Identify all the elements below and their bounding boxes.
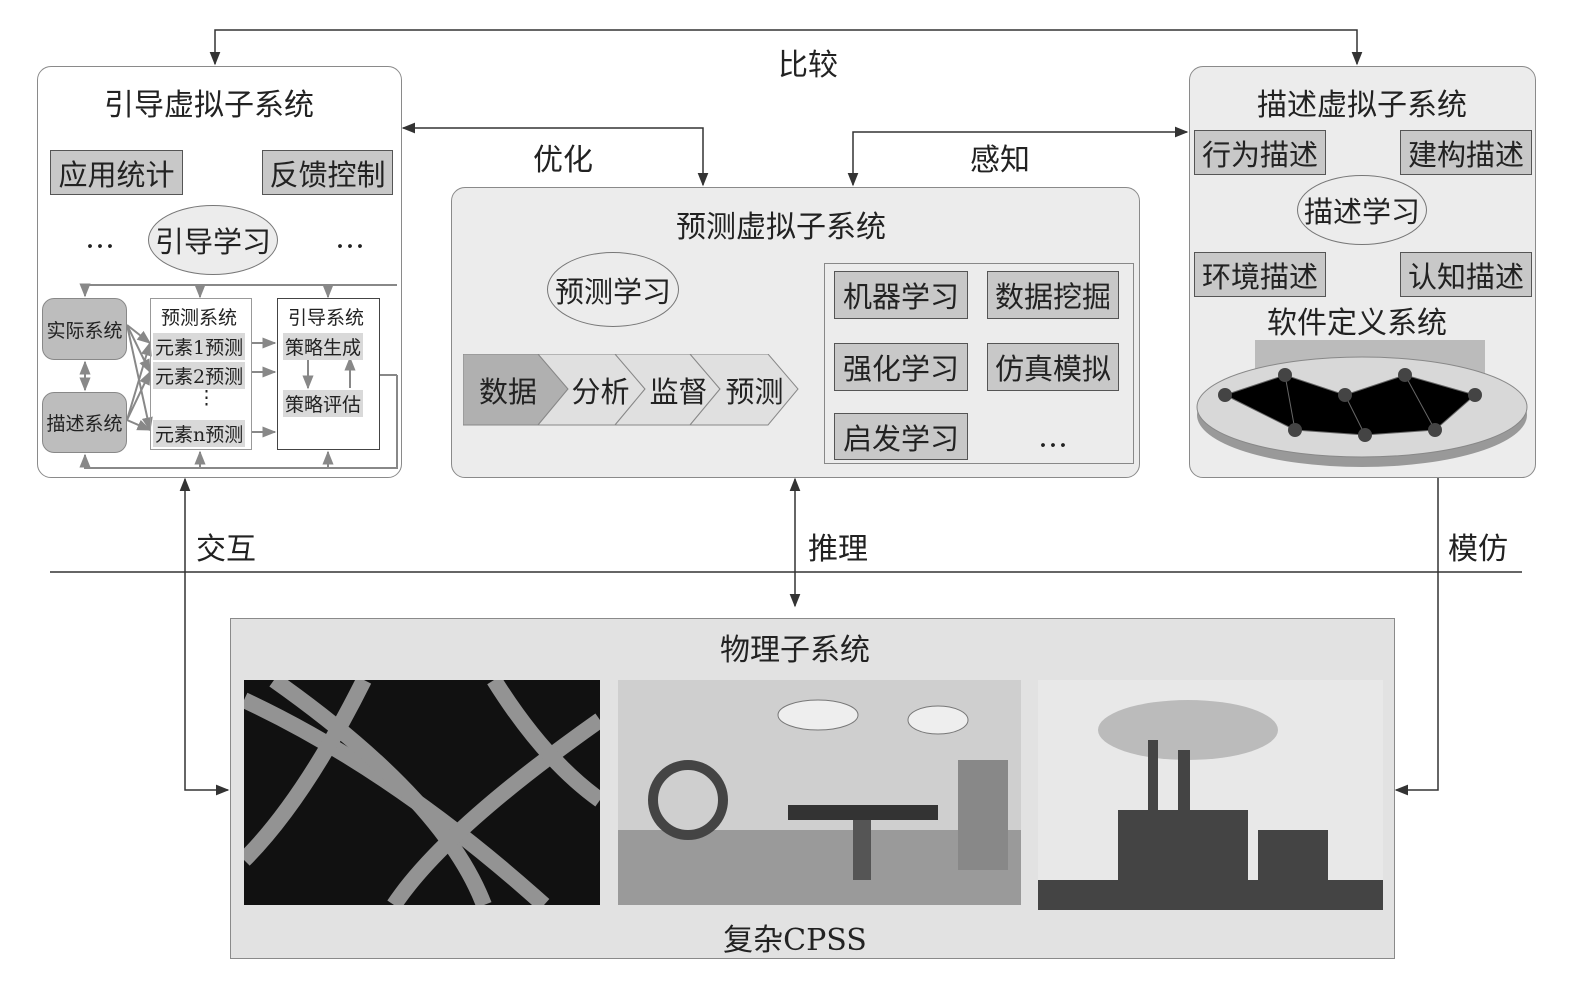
method-data-mining: 数据挖掘 [987,271,1119,319]
describe-subsystem-title: 描述虚拟子系统 [1257,88,1467,123]
edge-label-interact: 交互 [196,532,256,567]
imitate-arrow [1394,477,1439,796]
edge-label-compare: 比较 [778,48,838,83]
guide-subsystem-title: 引导虚拟子系统 [104,88,314,123]
predict-system-title: 预测系统 [161,307,238,329]
physical-subsystem-footer: 复杂CPSS [723,923,867,958]
element-prediction: 元素2预测 [153,362,246,389]
ellipsis: … [1038,419,1068,455]
edge-label-reason: 推理 [808,532,868,567]
describe-system-box: 描述系统 [42,392,127,453]
methods-panel [824,263,1134,464]
factory-image [1038,680,1383,910]
element-prediction: 元素1预测 [153,333,246,360]
guide-box-feedback: 反馈控制 [262,150,393,195]
method-reinforcement-learning: 强化学习 [834,343,968,391]
interact-arrow [179,477,230,796]
predict-subsystem-panel [451,187,1140,478]
pipeline-step-predict: 预测 [725,374,784,409]
guide-box-stats: 应用统计 [50,150,183,195]
software-defined-label: 软件定义系统 [1267,306,1447,341]
pipeline-step-supervise: 监督 [649,374,708,409]
optimize-arrow [401,122,709,187]
guide-system-box: 引导系统 策略生成 策略评估 [277,298,380,450]
pipeline-step-data: 数据 [478,374,537,409]
vertical-ellipsis: ⋮ [197,387,216,409]
fiber-microscope-image [244,680,600,905]
method-machine-learning: 机器学习 [834,271,968,319]
predict-learning-ellipse: 预测学习 [547,252,679,327]
describe-box-cognition: 认知描述 [1400,252,1532,297]
describe-box-construct: 建构描述 [1400,130,1532,175]
edge-label-imitate: 模仿 [1448,532,1508,567]
method-heuristic-learning: 启发学习 [834,413,968,460]
guide-system-title: 引导系统 [288,307,365,329]
guide-subsystem-panel [37,66,402,478]
physical-subsystem-title: 物理子系统 [720,633,870,668]
ellipsis: … [335,220,365,256]
ellipsis: … [85,220,115,256]
strategy-evaluation: 策略评估 [283,390,364,417]
guide-learning-ellipse: 引导学习 [148,205,278,275]
predict-subsystem-title: 预测虚拟子系统 [676,210,886,245]
perceive-arrow [847,126,1189,187]
predict-system-box: 预测系统 元素1预测 元素2预测 ⋮ 元素n预测 [150,298,252,450]
describe-box-behavior: 行为描述 [1194,130,1326,175]
element-prediction: 元素n预测 [153,420,246,447]
describe-box-environment: 环境描述 [1194,252,1326,297]
software-network-image [1196,340,1528,467]
pipeline-chevrons [463,354,799,426]
edge-label-optimize: 优化 [533,143,593,178]
edge-label-perceive: 感知 [970,143,1030,178]
strategy-generation: 策略生成 [283,333,364,360]
pipeline-step-analysis: 分析 [571,374,630,409]
method-simulation: 仿真模拟 [987,343,1119,391]
operating-room-image [618,680,1021,905]
compare-arrow [209,29,1363,66]
describe-learning-ellipse: 描述学习 [1297,175,1427,245]
actual-system-box: 实际系统 [42,298,127,360]
